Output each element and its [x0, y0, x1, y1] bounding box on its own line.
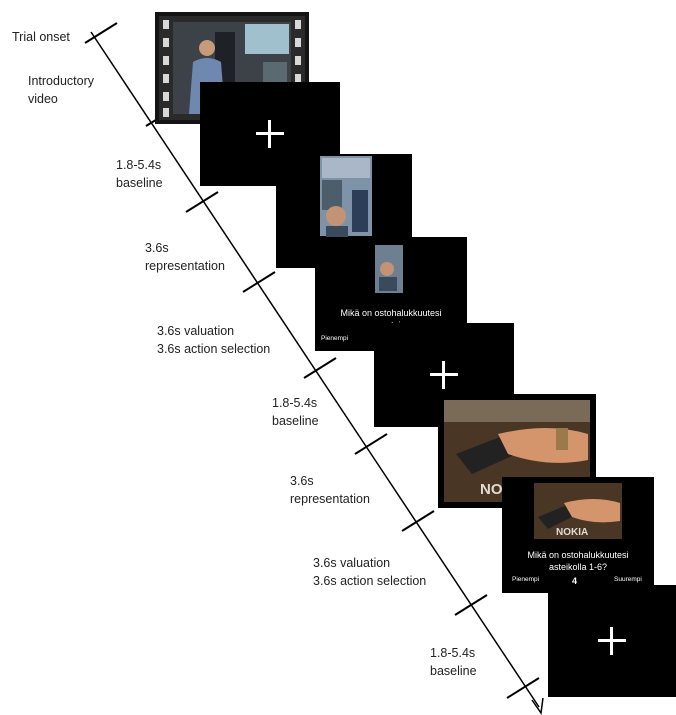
tick-representation-1-end — [242, 271, 276, 293]
valuation-question-1: Mikä on ostohalukkuutesi — [340, 308, 442, 318]
label-valuation-2: 3.6s valuation — [313, 556, 391, 570]
scale-value: 4 — [572, 576, 578, 586]
tick-representation-2-end — [401, 510, 435, 532]
label-action-selection-1: 3.6s action selection — [157, 342, 271, 356]
label-baseline-2-time: 1.8-5.4s — [272, 396, 318, 410]
label-representation-1-time: 3.6s — [145, 241, 169, 255]
label-representation-1: representation — [145, 259, 225, 273]
label-action-selection-2: 3.6s action selection — [313, 574, 427, 588]
label-representation-2: representation — [290, 492, 370, 506]
tick-baseline-2-end — [354, 433, 388, 455]
label-representation-2-time: 3.6s — [290, 474, 314, 488]
label-video: video — [28, 92, 58, 106]
timeline-arrowhead — [531, 697, 544, 715]
label-baseline-3: baseline — [430, 664, 477, 678]
scale-label-larger: Suurempi — [614, 576, 642, 583]
product-image-2 — [375, 245, 403, 293]
product-image-1 — [320, 156, 372, 238]
label-baseline-1: baseline — [116, 176, 163, 190]
tick-trial-onset — [84, 22, 118, 44]
label-baseline-1-time: 1.8-5.4s — [116, 158, 162, 172]
tick-baseline-1-end — [185, 191, 219, 213]
label-baseline-2: baseline — [272, 414, 319, 428]
tick-action-2-end — [454, 594, 488, 616]
label-introductory: Introductory — [28, 74, 95, 88]
scale-label-smaller-1: Pienempi — [321, 335, 349, 342]
fixation-cross-icon — [256, 120, 284, 148]
screen-valuation-2: NOKIA Mikä on ostohalukkuutesi asteikoll… — [502, 477, 654, 593]
label-valuation-1: 3.6s valuation — [157, 324, 235, 338]
valuation-question-2-cont: asteikolla 1-6? — [548, 562, 608, 572]
tick-baseline-3-end — [506, 677, 540, 699]
screen-fixation-3 — [548, 585, 676, 697]
product-image-4: NOKIA — [534, 483, 622, 539]
scale-label-smaller-2: Pienempi — [512, 576, 540, 583]
fixation-cross-icon — [598, 627, 626, 655]
tick-action-1-end — [303, 357, 337, 379]
svg-text:NOKIA: NOKIA — [556, 527, 588, 538]
valuation-question-2: Mikä on ostohalukkuutesi — [527, 550, 629, 560]
label-baseline-3-time: 1.8-5.4s — [430, 646, 476, 660]
fixation-cross-icon — [430, 361, 458, 389]
timeline-axis — [90, 31, 540, 708]
label-trial-onset: Trial onset — [12, 30, 70, 44]
